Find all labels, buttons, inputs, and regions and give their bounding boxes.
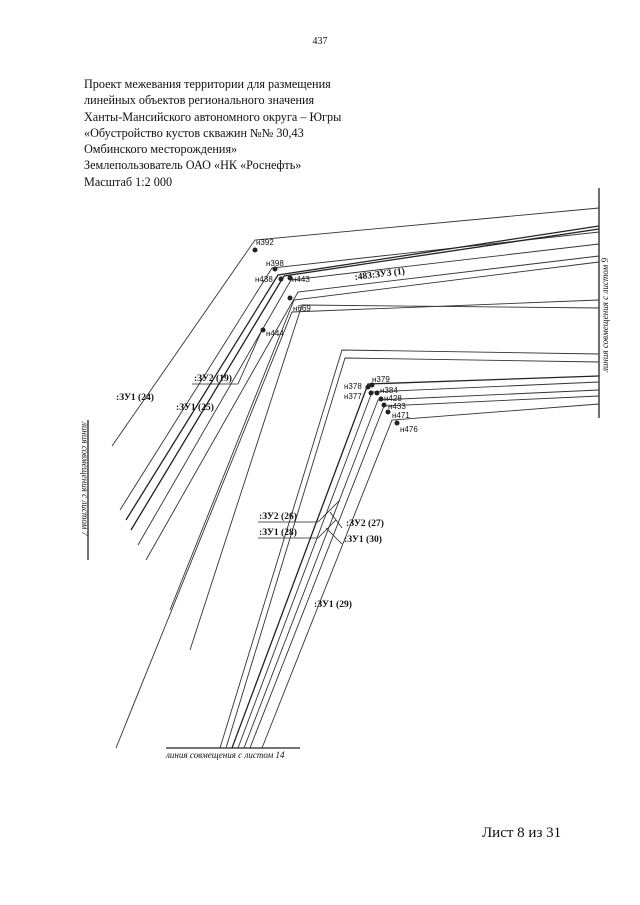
parcel-label-zu1-28: :ЗУ1 (28) [259,527,297,538]
point-n438 [278,276,284,282]
label-n444: н444 [266,329,284,338]
label-n398: н398 [266,259,284,268]
land-user-line: Землепользователь ОАО «НК «Роснефть» [84,158,302,173]
scale-line: Масштаб 1:2 000 [84,174,173,189]
point-n377 [368,390,374,396]
parcel-label-zu1-30: :ЗУ1 (30) [344,534,382,545]
parcel-label-zu1-29: :ЗУ1 (29) [314,599,352,610]
map-title-block: Проект межевания территории для размещен… [84,76,444,190]
label-n471: н471 [392,411,410,420]
label-n379: н379 [372,375,390,384]
point-n669 [287,295,293,301]
label-n476: н476 [400,425,418,434]
survey-points [252,247,400,426]
title-line-4: «Обустройство кустов скважин №№ 30,43 [84,125,304,140]
page-number: 437 [312,36,328,47]
sheet-number: Лист 8 из 31 [482,825,562,841]
label-n443: н443 [292,275,310,284]
point-n384 [374,390,380,396]
point-n433 [381,402,387,408]
point-n398 [272,266,278,272]
parcel-label-zu1-25: :ЗУ1 (25) [176,402,214,413]
label-n669: н669 [293,304,311,313]
title-line-5: Омбинского месторождения» [84,142,238,157]
title-line-1: Проект межевания территории для размещен… [84,77,331,91]
point-labels: н392 н398 н438 н443 н669 н444 н378 н379 … [255,238,418,434]
point-n379 [369,382,375,388]
label-n377: н377 [344,392,362,401]
match-caption-bottom: линия совмещения с листом 14 [165,750,285,760]
match-caption-left: линия совмещения с листом 7 [80,421,90,536]
parcel-label-zu2-19: :ЗУ2 (19) [194,373,232,384]
point-n392 [252,247,258,253]
parcel-labels: :483:ЗУ3 (1) :ЗУ1 (24) :ЗУ2 (19) :ЗУ1 (2… [116,266,406,610]
label-n392: н392 [256,238,274,247]
point-n428 [378,396,384,402]
point-n443 [287,275,293,281]
parcel-label-zu1-24: :ЗУ1 (24) [116,392,154,403]
point-n378 [365,384,371,390]
label-n433: н433 [388,402,406,411]
title-line-3: Ханты-Мансийского автономного округа – Ю… [84,109,342,124]
label-n438: н438 [255,275,273,284]
parcel-leaders [192,329,343,545]
point-n471 [385,409,391,415]
label-n384: н384 [380,386,398,395]
upper-corridor-lines [111,207,600,651]
title-line-2: линейных объектов регионального значения [84,93,315,108]
match-caption-right: линия совмещения с листом 9 [600,258,610,373]
label-n428: н428 [384,394,402,403]
parcel-label-zu2-26: :ЗУ2 (26) [259,511,297,522]
parcel-label-zu2-27: :ЗУ2 (27) [346,518,384,529]
point-n476 [394,420,400,426]
label-n378: н378 [344,382,362,391]
